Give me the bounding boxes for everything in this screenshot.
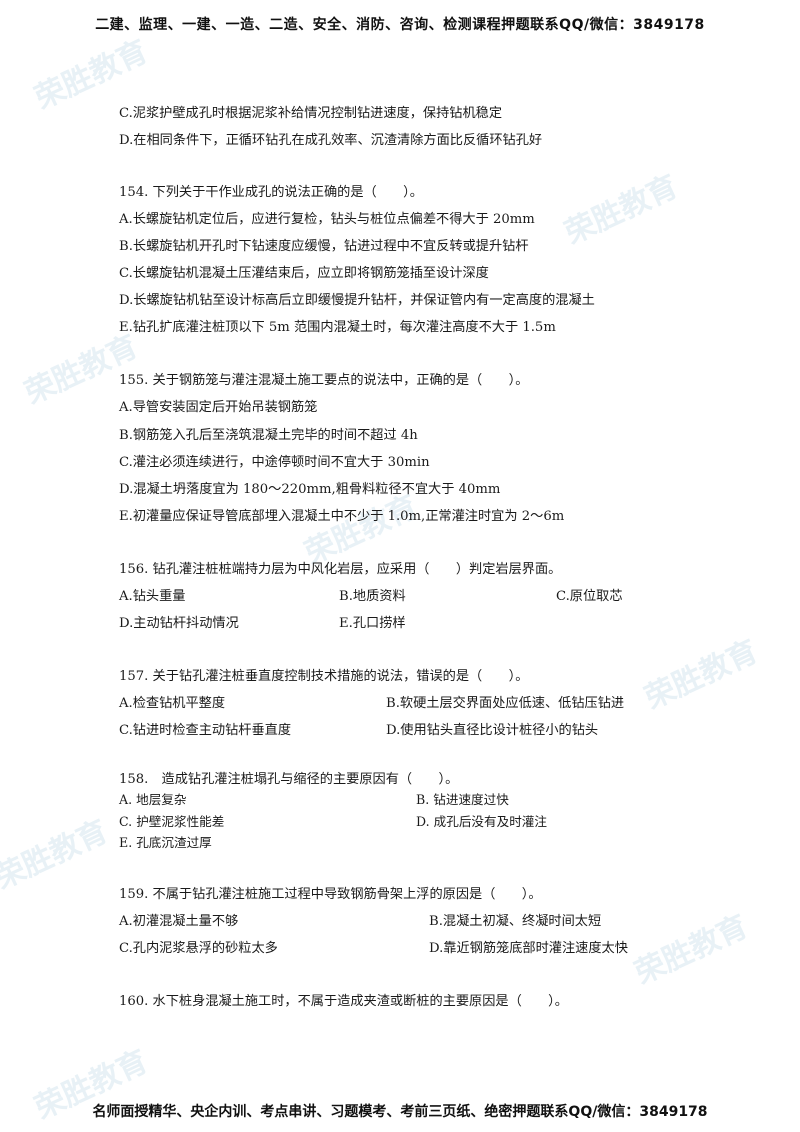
q158-option-d: D. 成孔后没有及时灌注 (416, 814, 547, 829)
q158-option-b: B. 钻进速度过快 (416, 792, 509, 807)
q156-option-e: E.孔口捞样 (339, 616, 406, 631)
q159-stem: 159. 不属于钻孔灌注桩施工过程中导致钢筋骨架上浮的原因是（ ）。 (119, 887, 542, 902)
q156-option-c: C.原位取芯 (556, 589, 623, 604)
prev-option-c: C.泥浆护壁成孔时根据泥浆补给情况控制钻进速度，保持钻机稳定 (119, 106, 503, 121)
q158-options-row-2: C. 护壁泥浆性能差 D. 成孔后没有及时灌注 (119, 813, 679, 831)
q155-option-c: C.灌注必须连续进行，中途停顿时间不宜大于 30min (119, 455, 430, 470)
q154-stem: 154. 下列关于干作业成孔的说法正确的是（ ）。 (119, 185, 423, 200)
q156-stem: 156. 钻孔灌注桩桩端持力层为中风化岩层，应采用（ ）判定岩层界面。 (119, 562, 562, 577)
q157-stem: 157. 关于钻孔灌注桩垂直度控制技术措施的说法，错误的是（ ）。 (119, 669, 529, 684)
q155-option-a: A.导管安装固定后开始吊装钢筋笼 (119, 400, 318, 415)
q160-stem: 160. 水下桩身混凝土施工时，不属于造成夹渣或断桩的主要原因是（ ）。 (119, 994, 568, 1009)
q159-option-c: C.孔内泥浆悬浮的砂粒太多 (119, 941, 278, 956)
q154-option-d: D.长螺旋钻机钻至设计标高后立即缓慢提升钻杆，并保证管内有一定高度的混凝土 (119, 293, 595, 308)
q159-option-a: A.初灌混凝土量不够 (119, 914, 239, 929)
q157-option-d: D.使用钻头直径比设计桩径小的钻头 (386, 723, 599, 738)
q155-option-d: D.混凝土坍落度宜为 180～220mm,粗骨料粒径不宜大于 40mm (119, 482, 501, 497)
q157-option-b: B.软硬土层交界面处应低速、低钻压钻进 (386, 696, 625, 711)
q159-option-d: D.靠近钢筋笼底部时灌注速度太快 (429, 941, 628, 956)
q158-option-e: E. 孔底沉渣过厚 (119, 835, 212, 850)
q157-options-row-2: C.钻进时检查主动钻杆垂直度 D.使用钻头直径比设计桩径小的钻头 (119, 722, 679, 740)
q156-options-row-2: D.主动钻杆抖动情况 E.孔口捞样 (119, 615, 679, 633)
q155-option-e: E.初灌量应保证导管底部埋入混凝土中不少于 1.0m,正常灌注时宜为 2～6m (119, 509, 565, 524)
q156-option-d: D.主动钻杆抖动情况 (119, 616, 239, 631)
page-footer: 名师面授精华、央企内训、考点串讲、习题模考、考前三页纸、绝密押题联系QQ/微信：… (92, 1104, 708, 1120)
q154-option-b: B.长螺旋钻机开孔时下钻速度应缓慢，钻进过程中不宜反转或提升钻杆 (119, 239, 529, 254)
watermark: 荣胜教育 (29, 33, 154, 117)
q154-option-a: A.长螺旋钻机定位后，应进行复检，钻头与桩位点偏差不得大于 20mm (119, 212, 535, 227)
q158-option-c: C. 护壁泥浆性能差 (119, 814, 225, 829)
q157-options-row-1: A.检查钻机平整度 B.软硬土层交界面处应低速、低钻压钻进 (119, 695, 679, 713)
q159-option-b: B.混凝土初凝、终凝时间太短 (429, 914, 602, 929)
q155-option-b: B.钢筋笼入孔后至浇筑混凝土完毕的时间不超过 4h (119, 428, 418, 443)
q154-option-e: E.钻孔扩底灌注桩顶以下 5m 范围内混凝土时，每次灌注高度不大于 1.5m (119, 320, 556, 335)
q159-options-row-2: C.孔内泥浆悬浮的砂粒太多 D.靠近钢筋笼底部时灌注速度太快 (119, 940, 679, 958)
page-header: 二建、监理、一建、一造、二造、安全、消防、咨询、检测课程押题联系QQ/微信：38… (95, 17, 705, 33)
q158-options-row-1: A. 地层复杂 B. 钻进速度过快 (119, 791, 679, 809)
q158-stem: 158. 造成钻孔灌注桩塌孔与缩径的主要原因有（ ）。 (119, 772, 459, 787)
watermark: 荣胜教育 (0, 813, 114, 897)
q158-option-a: A. 地层复杂 (119, 792, 187, 807)
watermark: 荣胜教育 (559, 168, 684, 252)
q156-option-b: B.地质资料 (339, 589, 406, 604)
q156-options-row-1: A.钻头重量 B.地质资料 C.原位取芯 (119, 588, 679, 606)
q158-options-row-3: E. 孔底沉渣过厚 (119, 834, 679, 852)
q157-option-c: C.钻进时检查主动钻杆垂直度 (119, 723, 292, 738)
q154-option-c: C.长螺旋钻机混凝土压灌结束后，应立即将钢筋笼插至设计深度 (119, 266, 489, 281)
q159-options-row-1: A.初灌混凝土量不够 B.混凝土初凝、终凝时间太短 (119, 913, 679, 931)
q155-stem: 155. 关于钢筋笼与灌注混凝土施工要点的说法中，正确的是（ ）。 (119, 373, 529, 388)
q156-option-a: A.钻头重量 (119, 589, 186, 604)
q157-option-a: A.检查钻机平整度 (119, 696, 226, 711)
prev-option-d: D.在相同条件下，正循环钻孔在成孔效率、沉渣清除方面比反循环钻孔好 (119, 133, 543, 148)
